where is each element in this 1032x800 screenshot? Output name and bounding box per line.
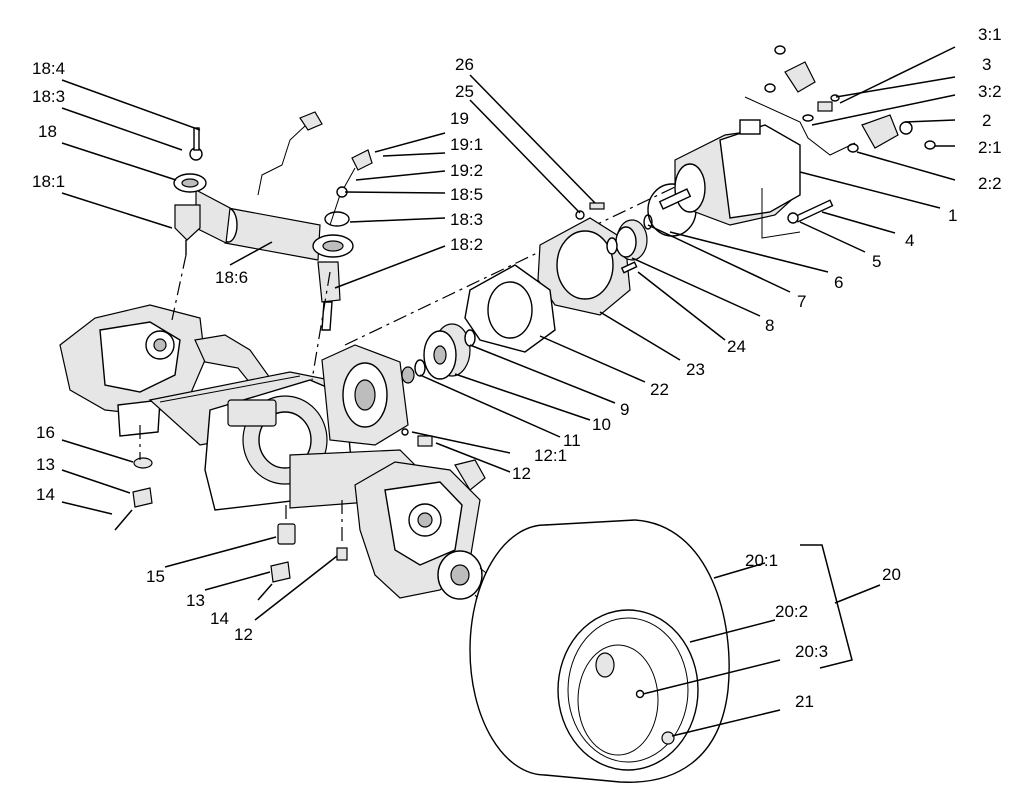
callout-23: 23 (686, 360, 705, 379)
callout-20-1: 20:1 (745, 551, 778, 570)
callout-4: 4 (905, 231, 914, 250)
callout-18-5: 18:5 (450, 185, 483, 204)
axle-housing-assembly (59, 304, 498, 613)
motor-gear-stack (344, 45, 936, 447)
callout-18-6: 18:6 (215, 268, 248, 287)
callout-24: 24 (727, 337, 746, 356)
callout-2-2: 2:2 (978, 174, 1002, 193)
callout-20-3: 20:3 (795, 642, 828, 661)
callout-7: 7 (797, 292, 806, 311)
callout-26: 26 (455, 55, 474, 74)
callout-21: 21 (795, 692, 814, 711)
callout-13: 13 (36, 455, 55, 474)
wheel-assembly (469, 519, 730, 783)
steering-cylinder-assembly (171, 111, 373, 381)
callout-12-1: 12:1 (534, 446, 567, 465)
callout-15: 15 (146, 567, 165, 586)
callout-18-3: 18:3 (32, 87, 65, 106)
callout-8: 8 (765, 316, 774, 335)
callout-18-1: 18:1 (32, 172, 65, 191)
callout-1: 1 (948, 206, 957, 225)
callout-20-2: 20:2 (775, 602, 808, 621)
callout-3: 3 (982, 55, 991, 74)
callout-14b: 14 (210, 609, 229, 628)
callout-19-2: 19:2 (450, 161, 483, 180)
callout-3-2: 3:2 (978, 82, 1002, 101)
callout-9: 9 (620, 400, 629, 419)
callout-2-1: 2:1 (978, 138, 1002, 157)
callout-18-4: 18:4 (32, 59, 65, 78)
callout-18-3b: 18:3 (450, 210, 483, 229)
callout-2: 2 (982, 111, 991, 130)
callout-10: 10 (592, 415, 611, 434)
callout-11: 11 (563, 431, 581, 450)
callout-5: 5 (872, 252, 881, 271)
callout-12b: 12 (234, 625, 253, 644)
callout-20: 20 (882, 565, 901, 584)
callout-18: 18 (38, 122, 57, 141)
leader-lines (61, 46, 956, 737)
callout-19-1: 19:1 (450, 135, 483, 154)
callout-25: 25 (455, 82, 474, 101)
callout-19: 19 (450, 109, 469, 128)
callout-16: 16 (36, 423, 55, 442)
callout-6: 6 (834, 273, 843, 292)
callout-13b: 13 (186, 591, 205, 610)
callout-3-1: 3:1 (978, 25, 1002, 44)
callout-22: 22 (650, 380, 669, 399)
callout-14: 14 (36, 485, 55, 504)
left-small-parts (114, 425, 348, 601)
callout-12: 12 (512, 464, 531, 483)
callout-labels: 18:4 18:3 18 18:1 18:6 26 25 19 19:1 19:… (32, 25, 1002, 711)
callout-18-2: 18:2 (450, 235, 483, 254)
